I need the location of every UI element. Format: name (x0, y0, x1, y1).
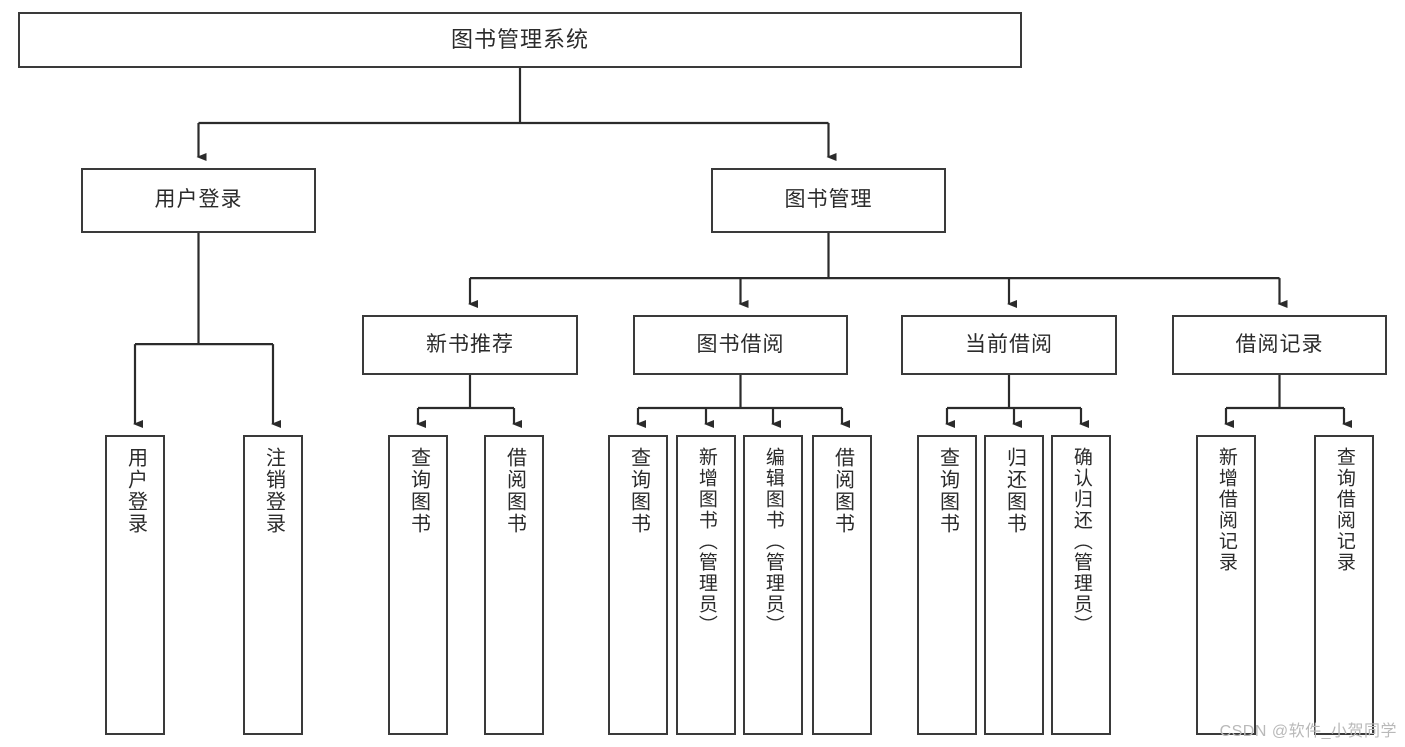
node-leaf-query-book-1[interactable]: 查询图书 (388, 435, 448, 735)
node-label: 确认归还（管理员） (1070, 447, 1092, 636)
node-label: 用户登录 (124, 447, 147, 535)
node-book-borrow[interactable]: 图书借阅 (633, 315, 848, 375)
node-leaf-query-record[interactable]: 查询借阅记录 (1314, 435, 1374, 735)
edge-bus-user-login (135, 233, 273, 346)
node-leaf-add-record[interactable]: 新增借阅记录 (1196, 435, 1256, 735)
node-borrow-record[interactable]: 借阅记录 (1172, 315, 1387, 375)
node-leaf-user-logout[interactable]: 注销登录 (243, 435, 303, 735)
node-leaf-query-book-3[interactable]: 查询图书 (917, 435, 977, 735)
node-user-login[interactable]: 用户登录 (81, 168, 316, 233)
node-label: 用户登录 (154, 188, 243, 212)
edge-bus-current-borrow (947, 375, 1081, 410)
node-label: 查询图书 (407, 447, 430, 535)
node-leaf-return-book[interactable]: 归还图书 (984, 435, 1044, 735)
node-label: 归还图书 (1003, 447, 1026, 535)
node-label: 注销登录 (262, 447, 285, 535)
node-leaf-edit-book[interactable]: 编辑图书（管理员） (743, 435, 803, 735)
node-label: 查询借阅记录 (1333, 447, 1355, 573)
node-label: 新书推荐 (426, 332, 514, 356)
node-leaf-confirm-return[interactable]: 确认归还（管理员） (1051, 435, 1111, 735)
watermark-text: CSDN @软件_小贺同学 (1219, 723, 1397, 740)
edge-bus-root (198, 68, 829, 125)
node-label: 借阅记录 (1235, 332, 1324, 356)
node-label: 编辑图书（管理员） (762, 447, 784, 636)
node-leaf-borrow-book-2[interactable]: 借阅图书 (812, 435, 872, 735)
node-book-manage[interactable]: 图书管理 (711, 168, 946, 233)
node-current-borrow[interactable]: 当前借阅 (901, 315, 1117, 375)
node-label: 新增借阅记录 (1215, 447, 1237, 573)
node-label: 图书管理 (784, 188, 873, 212)
node-label: 当前借阅 (965, 332, 1053, 356)
edge-bus-borrow-record (1226, 375, 1344, 410)
node-leaf-user-login[interactable]: 用户登录 (105, 435, 165, 735)
edge-bus-book-manage (470, 233, 1280, 280)
node-leaf-borrow-book-1[interactable]: 借阅图书 (484, 435, 544, 735)
node-label: 借阅图书 (503, 447, 526, 535)
node-root[interactable]: 图书管理系统 (18, 12, 1022, 68)
node-label: 查询图书 (627, 447, 650, 535)
edge-bus-new-book-rec (418, 375, 514, 410)
node-label: 图书管理系统 (450, 27, 589, 53)
node-label: 查询图书 (936, 447, 959, 535)
edge-bus-book-borrow (638, 375, 842, 410)
node-leaf-query-book-2[interactable]: 查询图书 (608, 435, 668, 735)
node-new-book-rec[interactable]: 新书推荐 (362, 315, 578, 375)
node-leaf-add-book[interactable]: 新增图书（管理员） (676, 435, 736, 735)
node-label: 图书借阅 (696, 332, 785, 356)
node-label: 借阅图书 (831, 447, 854, 535)
node-label: 新增图书（管理员） (695, 447, 717, 636)
